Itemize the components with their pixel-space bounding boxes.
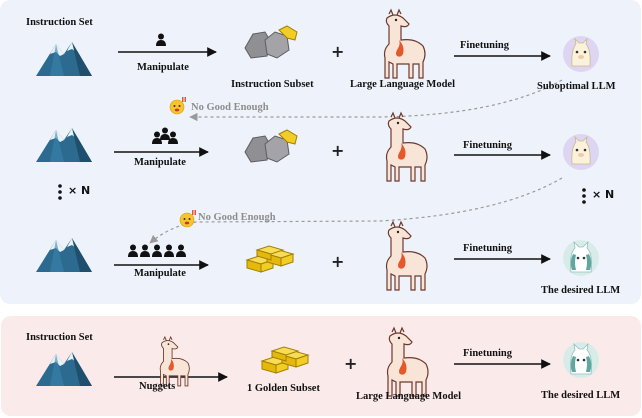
bottom-panel (1, 316, 641, 416)
instruction-subset-label: Instruction Subset (231, 79, 314, 90)
instruction-subset-rocks-icon (244, 25, 298, 59)
plus-sign: + (344, 354, 358, 373)
golden-subset-label: 1 Golden Subset (247, 383, 320, 394)
instruction-set-mountain-icon (36, 42, 92, 76)
crowd-icon (128, 244, 186, 257)
instruction-set-mountain-icon (36, 238, 92, 272)
instruction-set-mountain-icon (36, 128, 92, 162)
no-good-enough-label: No Good Enough (191, 102, 269, 113)
repeat-n-label: × N (592, 188, 615, 201)
llama-icon (383, 9, 426, 79)
repeat-n-label: × N (68, 184, 91, 197)
group-icon (152, 127, 178, 144)
feedback-dashed-arrow (149, 177, 563, 244)
frustrated-emoji-icon (169, 96, 187, 115)
suboptimal-llm-icon (562, 35, 600, 73)
nuggets-label: Nuggets (139, 381, 176, 392)
instruction-set-mountain-icon (36, 352, 92, 386)
person-icon (156, 33, 166, 46)
suboptimal-llm-label: Suboptimal LLM (537, 81, 616, 92)
finetuning-label: Finetuning (463, 243, 513, 254)
manipulate-label: Manipulate (137, 62, 189, 73)
desired-llm-icon (562, 341, 600, 379)
instruction-subset-rocks-icon (244, 129, 298, 163)
llama-icon (385, 112, 428, 182)
desired-llm-label: The desired LLM (541, 390, 621, 401)
finetuning-label: Finetuning (460, 40, 510, 51)
plus-sign: + (331, 252, 345, 271)
plus-sign: + (331, 42, 345, 61)
llama-icon (386, 327, 429, 397)
instruction-set-label: Instruction Set (26, 332, 93, 343)
nuggets-llama-icon (159, 336, 190, 387)
no-good-enough-label: No Good Enough (198, 212, 276, 223)
suboptimal-llm-icon (562, 133, 600, 171)
manipulate-label: Manipulate (134, 268, 186, 279)
instruction-set-label: Instruction Set (26, 17, 93, 28)
repeat-dots-icon (582, 188, 586, 204)
desired-llm-label: The desired LLM (541, 285, 621, 296)
frustrated-emoji-icon (179, 209, 197, 228)
golden-subset-icon (261, 346, 309, 374)
top-panel (0, 0, 641, 304)
finetuning-label: Finetuning (463, 348, 513, 359)
llama-icon (385, 221, 428, 291)
desired-llm-icon (562, 239, 600, 277)
feedback-dashed-arrow (189, 79, 563, 122)
repeat-dots-icon (58, 184, 62, 200)
manipulate-label: Manipulate (134, 157, 186, 168)
large-language-model-label: Large Language Model (356, 391, 461, 402)
large-language-model-label: Large Language Model (350, 79, 455, 90)
golden-subset-icon (246, 245, 294, 273)
plus-sign: + (331, 141, 345, 160)
finetuning-label: Finetuning (463, 140, 513, 151)
